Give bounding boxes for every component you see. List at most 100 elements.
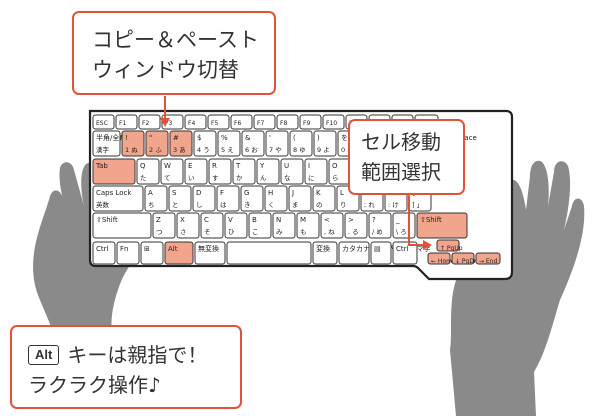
key-r1-8-label: ( bbox=[293, 134, 296, 142]
key-r0-3-label: F3 bbox=[165, 120, 172, 127]
key-r5-9-label: Ctrl bbox=[396, 245, 409, 253]
key-r3-3-cap bbox=[192, 185, 216, 212]
key-r4-7: Mも bbox=[296, 212, 320, 239]
key-r4-10-label: ? bbox=[372, 216, 376, 224]
key-r2-0: Tab bbox=[92, 158, 136, 185]
key-r3-1: Aち bbox=[144, 185, 168, 212]
callout-copy-line-1: コピー＆ペースト bbox=[92, 28, 259, 52]
key-r3-2: Sと bbox=[168, 185, 192, 212]
key-r0-0-cap bbox=[92, 114, 115, 130]
callout-move-line-2: 範囲選択 bbox=[361, 160, 441, 184]
key-r2-3-label: E bbox=[188, 162, 192, 170]
key-r4-4: Vひ bbox=[224, 212, 248, 239]
key-r3-3-sublabel: し bbox=[196, 201, 203, 209]
key-r0-4-cap bbox=[184, 114, 207, 130]
key-r4-5: Bこ bbox=[248, 212, 272, 239]
key-r2-6: Yん bbox=[256, 158, 280, 185]
alt-key-badge: Alt bbox=[28, 345, 60, 365]
key-r1-0-label: 半角/全角 bbox=[96, 133, 126, 142]
key-r1-2-label: " bbox=[149, 134, 152, 142]
key-r4-0: ⇧Shift bbox=[92, 212, 152, 239]
key-r4-1-sublabel: つ bbox=[156, 228, 163, 236]
key-r3-8-sublabel: の bbox=[316, 201, 323, 209]
key-r1-8-cap bbox=[289, 130, 313, 157]
callout-copy-paste: コピー＆ペースト ウィンドウ切替 bbox=[72, 11, 276, 95]
key-r0-10-cap bbox=[322, 114, 345, 130]
key-r1-4-sublabel: 4 う bbox=[197, 146, 210, 154]
key-r2-3-cap bbox=[184, 158, 208, 185]
key-r5-0: Ctrl bbox=[92, 241, 116, 265]
key-r2-1: Qた bbox=[136, 158, 160, 185]
key-r2-6-cap bbox=[256, 158, 280, 185]
key-r0-5-cap bbox=[207, 114, 230, 130]
key-r4-9-label: > bbox=[348, 216, 354, 224]
key-r0-7: F7 bbox=[253, 114, 276, 130]
key-r4-2-cap bbox=[176, 212, 200, 239]
key-r3-4-cap bbox=[216, 185, 240, 212]
key-r5-2: ⊞ bbox=[140, 241, 164, 265]
key-r1-8-sublabel: 8 ゆ bbox=[293, 146, 306, 154]
key-r1-5-sublabel: 5 え bbox=[221, 146, 234, 154]
key-r1-2-sublabel: 2 ふ bbox=[149, 146, 162, 154]
key-r1-0-cap bbox=[92, 130, 121, 157]
key-r5-1-label: Fn bbox=[120, 245, 128, 253]
key-r4-2-sublabel: さ bbox=[180, 228, 187, 236]
key-r5-10: ↑ PgUp bbox=[436, 239, 463, 252]
key-r3-4-label: F bbox=[220, 189, 224, 197]
callout-alt-text-1: キーは親指で！ bbox=[67, 343, 208, 367]
key-r2-0-label: Tab bbox=[95, 162, 108, 170]
key-r2-5-label: T bbox=[235, 162, 241, 170]
key-r3-12-sublabel: ] 」 bbox=[412, 201, 423, 209]
key-r5-13: → End bbox=[475, 252, 501, 265]
key-r5-2-label: ⊞ bbox=[144, 245, 150, 253]
key-r3-6: Hく bbox=[264, 185, 288, 212]
key-r5-12-cap bbox=[451, 252, 475, 265]
key-r4-4-cap bbox=[224, 212, 248, 239]
key-r3-2-sublabel: と bbox=[172, 201, 179, 209]
key-r1-8: (8 ゆ bbox=[289, 130, 313, 157]
key-r0-4: F4 bbox=[184, 114, 207, 130]
key-r0-5: F5 bbox=[207, 114, 230, 130]
key-r4-7-sublabel: も bbox=[300, 228, 307, 236]
key-r0-6-cap bbox=[230, 114, 253, 130]
key-r0-7-label: F7 bbox=[257, 120, 264, 127]
key-r4-4-sublabel: ひ bbox=[228, 228, 235, 236]
key-r5-6-cap bbox=[312, 241, 338, 265]
key-r3-6-label: H bbox=[268, 189, 273, 197]
key-r1-3-label: # bbox=[173, 134, 179, 142]
key-r2-7-sublabel: な bbox=[284, 174, 291, 182]
key-r5-4-cap bbox=[194, 241, 226, 265]
key-r3-7-label: J bbox=[291, 189, 294, 197]
key-r2-5-cap bbox=[232, 158, 256, 185]
key-r5-8-label: ▤ bbox=[374, 245, 381, 253]
key-r3-3-label: D bbox=[196, 189, 201, 197]
key-r0-2-cap bbox=[138, 114, 161, 130]
key-r1-7: '7 や bbox=[265, 130, 289, 157]
key-r5-3-cap bbox=[164, 241, 194, 265]
key-r3-1-sublabel: ち bbox=[148, 201, 155, 209]
key-r4-8-sublabel: , ね bbox=[324, 228, 335, 236]
key-r2-7: Uな bbox=[280, 158, 304, 185]
key-r2-4: Rす bbox=[208, 158, 232, 185]
key-r5-8: ▤ bbox=[370, 241, 392, 265]
key-r1-7-label: ' bbox=[269, 134, 271, 142]
key-r5-3-label: Alt bbox=[168, 245, 178, 253]
key-r5-12-label: ↓ PgDn bbox=[455, 258, 478, 265]
callout-alt-line-2: ラクラク操作♪ bbox=[28, 373, 161, 397]
key-r1-5-cap bbox=[217, 130, 241, 157]
key-r4-11: _\ ろ bbox=[392, 212, 416, 239]
key-r4-1-cap bbox=[152, 212, 176, 239]
key-r2-2-cap bbox=[160, 158, 184, 185]
callout-copy-line-2: ウィンドウ切替 bbox=[92, 58, 239, 82]
key-r1-9-cap bbox=[313, 130, 337, 157]
key-r0-9-cap bbox=[299, 114, 322, 130]
key-r4-10-sublabel: / め bbox=[372, 228, 383, 236]
key-r4-2: Xさ bbox=[176, 212, 200, 239]
key-r5-13-cap bbox=[475, 252, 501, 265]
key-r1-9-label: ) bbox=[317, 134, 320, 142]
key-r4-6-label: N bbox=[276, 216, 281, 224]
key-r4-6-sublabel: み bbox=[276, 228, 283, 236]
key-r4-12-cap bbox=[416, 212, 468, 239]
callout-move-line-1: セル移動 bbox=[361, 130, 441, 154]
